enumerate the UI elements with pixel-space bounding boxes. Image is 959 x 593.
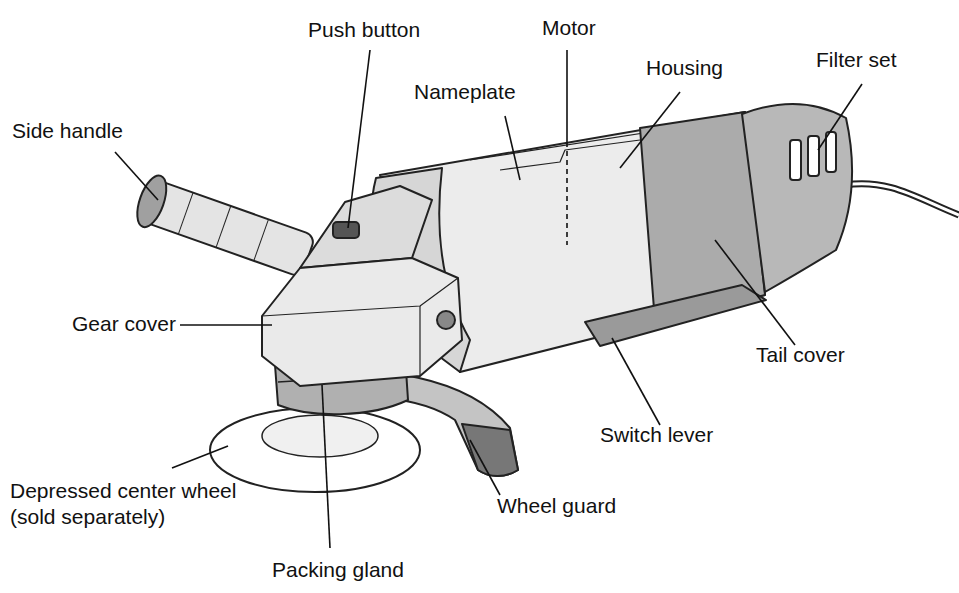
gear-head-top bbox=[300, 186, 432, 268]
housing-ridge bbox=[500, 140, 640, 170]
leader-line bbox=[566, 50, 568, 142]
grip-ridge bbox=[254, 219, 269, 260]
gear-cover-drawing bbox=[262, 258, 462, 386]
leader-line bbox=[348, 50, 370, 228]
part-label: Gear cover bbox=[72, 311, 176, 337]
filter-slot bbox=[790, 140, 801, 180]
part-label: Side handle bbox=[12, 118, 123, 144]
part-label: Housing bbox=[646, 55, 723, 81]
gear-cover-edge bbox=[419, 306, 420, 376]
leader-line bbox=[172, 446, 228, 468]
part-label: Tail cover bbox=[756, 342, 845, 368]
part-label: Nameplate bbox=[414, 79, 516, 105]
side-handle-drawing bbox=[131, 172, 317, 282]
filter-slot bbox=[826, 132, 836, 172]
leader-line bbox=[715, 240, 795, 345]
push-button-drawing bbox=[333, 222, 359, 238]
leader-line bbox=[470, 440, 500, 495]
filter-set-drawing bbox=[742, 104, 852, 292]
leader-line bbox=[180, 324, 272, 326]
switch-lever-drawing bbox=[585, 285, 766, 346]
leader-line bbox=[612, 338, 660, 425]
part-label: Motor bbox=[542, 15, 596, 41]
leader-line bbox=[620, 92, 680, 168]
leader-line bbox=[322, 385, 330, 548]
wheel-center bbox=[262, 415, 378, 457]
part-label: Push button bbox=[308, 17, 420, 43]
wheel-guard-edge bbox=[462, 424, 518, 476]
handle-end-cap bbox=[131, 172, 172, 231]
motor-dashed-line bbox=[566, 142, 568, 245]
filter-slot bbox=[808, 136, 819, 176]
part-label: Switch lever bbox=[600, 422, 713, 448]
part-label: Depressed center wheel (sold separately) bbox=[10, 478, 255, 530]
part-label: Filter set bbox=[816, 47, 897, 73]
screw bbox=[437, 311, 455, 329]
power-cord bbox=[845, 184, 959, 215]
gear-cover-edge bbox=[262, 278, 458, 316]
grip-ridge bbox=[216, 206, 231, 247]
grip-ridge bbox=[178, 193, 193, 234]
leader-line bbox=[505, 116, 520, 180]
part-label: Wheel guard bbox=[497, 493, 616, 519]
leader-line bbox=[115, 152, 158, 200]
part-label: Packing gland bbox=[272, 557, 404, 583]
power-cord-highlight bbox=[845, 184, 959, 215]
depressed-center-wheel bbox=[210, 408, 420, 492]
leader-line bbox=[818, 84, 862, 150]
